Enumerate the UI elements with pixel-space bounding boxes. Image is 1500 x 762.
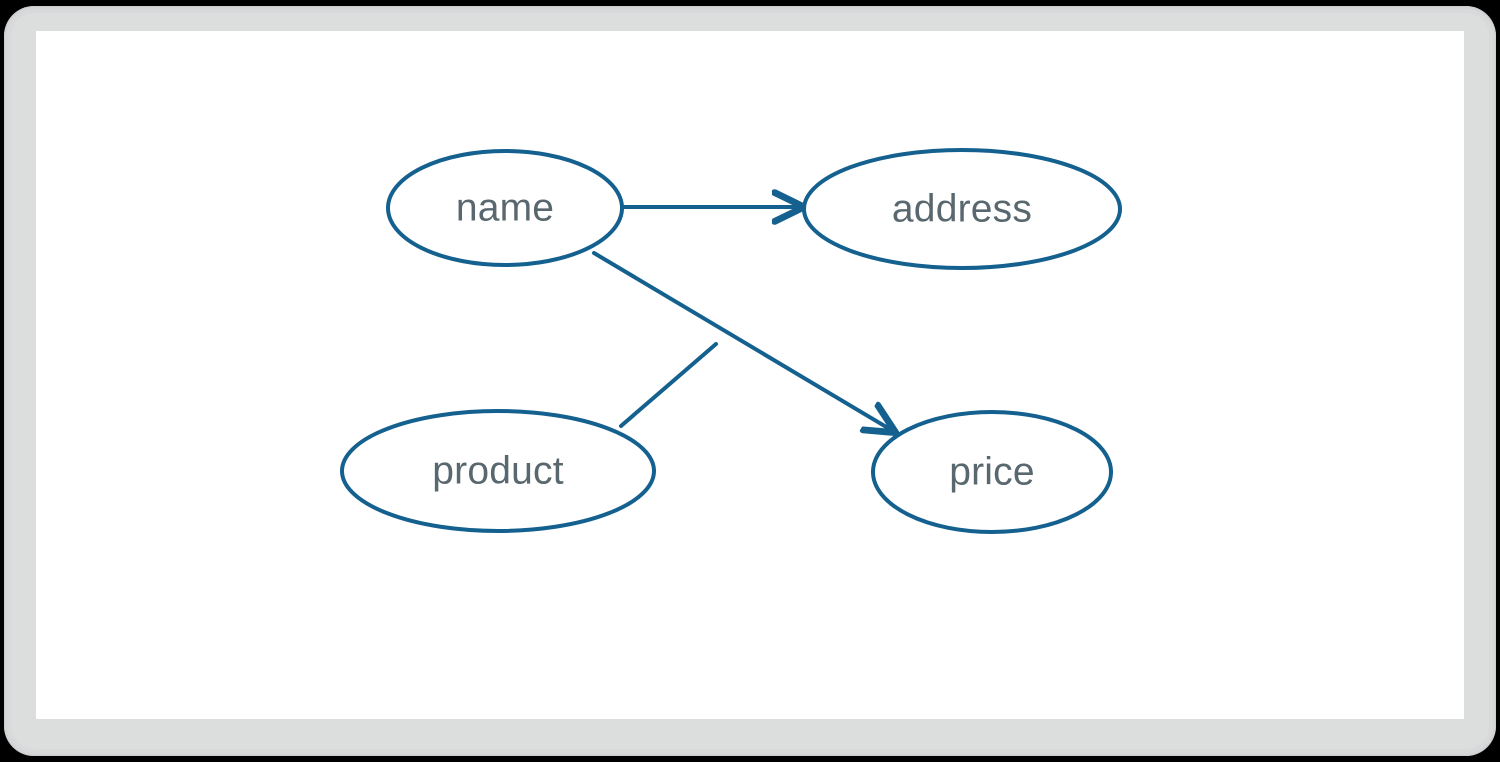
node-product[interactable]: product: [340, 409, 656, 533]
node-price-label: price: [949, 450, 1035, 493]
node-name[interactable]: name: [386, 149, 624, 267]
node-address[interactable]: address: [802, 148, 1122, 270]
node-product-label: product: [432, 449, 563, 492]
edge-name-to-price[interactable]: [592, 251, 893, 431]
node-price-ellipse[interactable]: [871, 410, 1113, 534]
node-address-label: address: [892, 187, 1032, 230]
node-price[interactable]: price: [871, 410, 1113, 534]
node-name-label: name: [456, 186, 554, 229]
edge-product-to-join[interactable]: [619, 342, 718, 428]
node-product-ellipse[interactable]: [340, 409, 656, 533]
diagram-canvas: name address product price: [36, 31, 1464, 719]
node-address-ellipse[interactable]: [802, 148, 1122, 270]
diagram-svg: name address product price: [340, 148, 1122, 534]
node-name-ellipse[interactable]: [386, 149, 624, 267]
